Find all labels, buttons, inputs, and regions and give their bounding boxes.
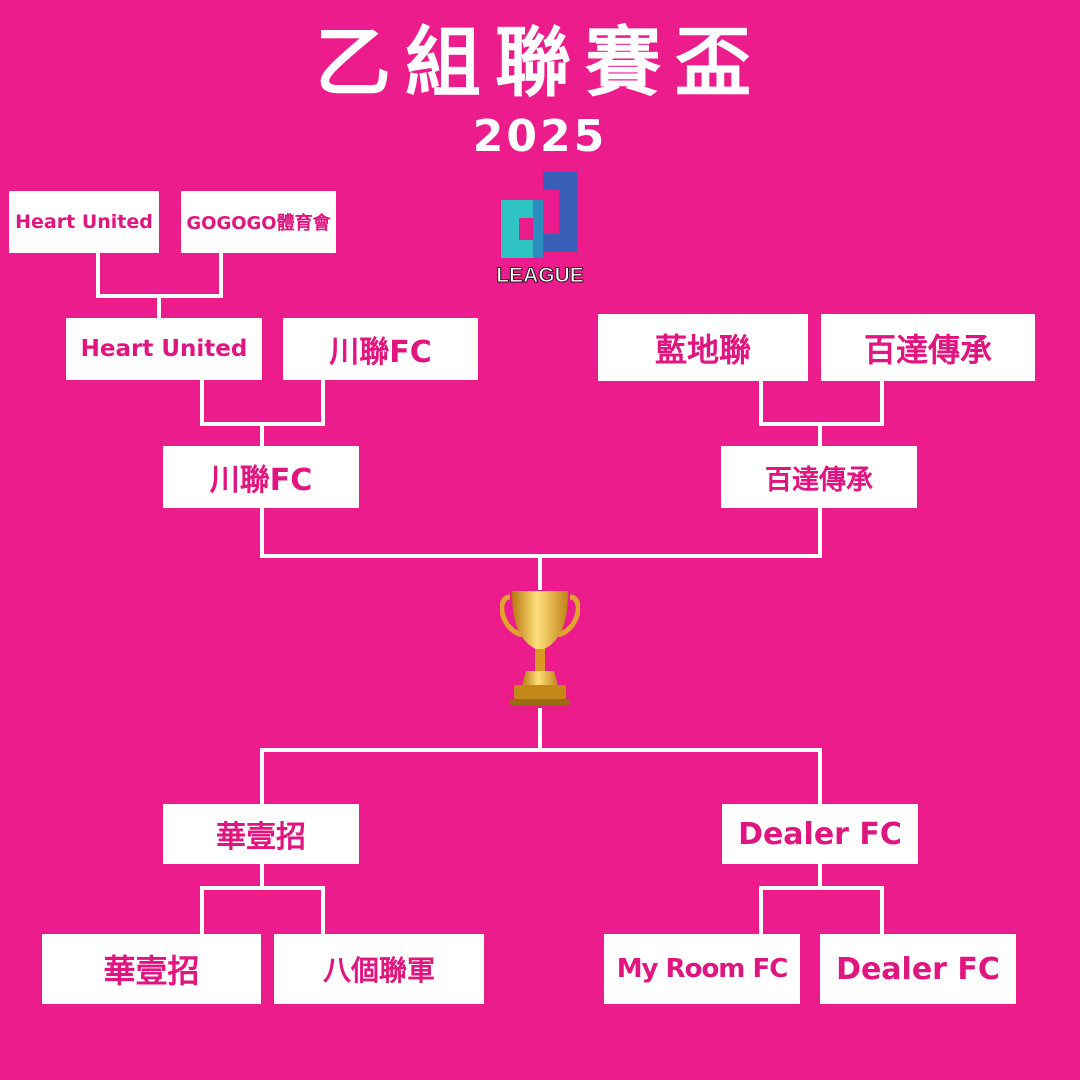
- team-box-semifinal: 百達傳承: [721, 446, 917, 508]
- connector: [818, 864, 822, 890]
- team-box-quarterfinal: Dealer FC: [820, 934, 1016, 1004]
- connector: [538, 554, 542, 590]
- connector: [759, 381, 763, 426]
- league-logo-text: LEAGUE: [496, 264, 584, 287]
- team-box-round1: Heart United: [9, 191, 159, 253]
- page-title: 乙組聯賽盃: [315, 18, 765, 107]
- connector: [200, 380, 204, 426]
- connector: [260, 748, 822, 752]
- team-box-quarterfinal: 川聯FC: [283, 318, 478, 380]
- connector: [759, 886, 763, 934]
- connector: [818, 508, 822, 558]
- connector: [96, 253, 100, 298]
- connector: [818, 422, 822, 446]
- connector: [538, 708, 542, 752]
- connector: [880, 381, 884, 426]
- trophy-icon: [500, 591, 580, 705]
- team-box-semifinal: 華壹招: [163, 804, 359, 864]
- season-year: 2025: [472, 111, 608, 162]
- team-box-quarterfinal: 藍地聯: [598, 314, 808, 381]
- team-box-round1: GOGOGO體育會: [181, 191, 336, 253]
- connector: [260, 508, 264, 558]
- connector: [260, 748, 264, 804]
- connector: [200, 886, 325, 890]
- connector: [157, 294, 161, 318]
- team-box-semifinal: 川聯FC: [163, 446, 359, 508]
- connector: [880, 886, 884, 934]
- team-box-quarterfinal: 八個聯軍: [274, 934, 484, 1004]
- league-logo: LEAGUE: [495, 172, 585, 288]
- team-box-semifinal: Dealer FC: [722, 804, 918, 864]
- team-box-quarterfinal: My Room FC: [604, 934, 800, 1004]
- connector: [260, 864, 264, 890]
- connector: [818, 748, 822, 804]
- team-box-quarterfinal: Heart United: [66, 318, 262, 380]
- connector: [260, 422, 264, 446]
- team-box-quarterfinal: 華壹招: [42, 934, 261, 1004]
- connector: [759, 886, 884, 890]
- connector: [321, 886, 325, 934]
- connector: [321, 380, 325, 426]
- connector: [200, 886, 204, 934]
- team-box-quarterfinal: 百達傳承: [821, 314, 1035, 381]
- connector: [219, 253, 223, 298]
